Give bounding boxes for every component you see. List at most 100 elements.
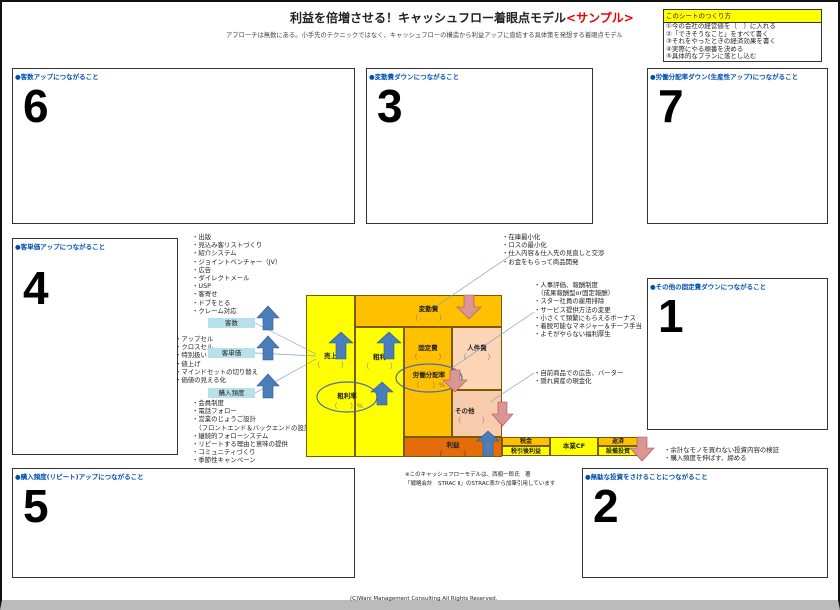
list-item: ロスの最小化 xyxy=(502,241,604,249)
list-item: 余計なモノを買わない投資内容の検証 xyxy=(664,446,779,454)
list-item: クレーム対応 xyxy=(192,307,281,315)
howto-step: ②「できそうなこと」をすべて書く xyxy=(666,29,769,38)
list-item: 継続的フォローシステム xyxy=(192,432,317,440)
cell-after-tax: 税引後利益 xyxy=(502,446,550,456)
box-label: ●客数アップにつながること xyxy=(15,73,99,81)
list-item: ダイレクトメール xyxy=(192,274,281,282)
connector-line xyxy=(434,255,511,308)
list-item: 特別扱い xyxy=(175,351,258,359)
list-item: 小さくて頻繁にもらえるボーナス xyxy=(534,314,642,322)
list-item: ジョイントベンチャー（JV） xyxy=(192,258,281,266)
box-number: 1 xyxy=(658,290,684,342)
box-label: ●購入頻度(リピート)アップにつながること xyxy=(15,473,144,481)
down-arrow-icon xyxy=(442,369,468,393)
list-item: 値上げ xyxy=(175,360,258,368)
sample-tag: <サンプル> xyxy=(566,11,634,25)
box-number: 5 xyxy=(23,480,49,532)
box-number: 2 xyxy=(593,480,619,532)
list-item: 電話フォロー xyxy=(192,407,317,415)
tag-frequency: 購入頻度 xyxy=(208,388,255,398)
howto-panel: このシートのつくり方 ①今の会社の経営値を（ ）に入れる ②「できそうなこと」を… xyxy=(663,9,822,62)
down-arrow-icon xyxy=(491,401,514,427)
list-item: よそがやらない福利厚生 xyxy=(534,330,642,338)
howto-step: ④実際にやる順番を決める xyxy=(666,44,744,53)
list-item: 紹介システム xyxy=(192,249,281,257)
list-item: リピートする理由と意味の提供 xyxy=(192,440,317,448)
down-arrow-icon xyxy=(629,436,655,462)
list-item: 仕入内容＆仕入先の見直しと交渉 xyxy=(502,249,604,257)
source-note: ※このキャッシュフローモデルは、西順一郎氏 著「戦略会計 STRAC Ⅱ」のST… xyxy=(405,472,556,487)
list-item: 購入頻度を伸ばす、締める xyxy=(664,454,779,462)
box-label: ●客単価アップにつながること xyxy=(15,243,106,251)
box-number: 4 xyxy=(23,262,49,314)
list-item: 見込み客リストづくり xyxy=(192,241,281,249)
connector-line xyxy=(451,311,535,369)
box-label: ●労働分配率ダウン(生産性アップ)につながること xyxy=(650,73,799,81)
list-item: （フロントエンド＆バックエンドの設計） xyxy=(198,423,317,432)
list-item: 隠れ資産の現金化 xyxy=(534,377,623,385)
subtitle: アプローチは無数にある。小手先のテクニックではなく、キャッシュフローの構造から利… xyxy=(226,32,623,39)
frequency-ideas-list: 会員制度電話フォロー営業のじょうご設計（フロントエンド＆バックエンドの設計）継続… xyxy=(192,399,317,465)
up-arrow-icon xyxy=(376,331,402,360)
list-item: お金をもらって商品開発 xyxy=(502,258,604,266)
cell-sales: 売上（ ） xyxy=(306,295,355,457)
cell-other: その他（ ） xyxy=(452,390,502,437)
page-title: 利益を倍増させる！キャッシュフロー着眼点モデル<サンプル> xyxy=(290,11,634,25)
list-item: 人事評価、報酬制度 xyxy=(534,281,642,289)
list-item: クロスセル xyxy=(175,343,258,351)
down-arrow-icon xyxy=(456,294,482,320)
list-item: 出版 xyxy=(192,233,281,241)
list-item: 客寄せ xyxy=(192,290,281,298)
list-item: 自前商品での広告、バーター xyxy=(534,369,623,377)
howto-step: ①今の会社の経営値を（ ）に入れる xyxy=(666,22,776,30)
list-item: 季節性キャンペーン xyxy=(192,456,317,464)
cell-labor-cost: 人件費（ ） xyxy=(452,327,502,390)
box-unit-price[interactable]: ●客単価アップにつながること 4 xyxy=(12,238,178,455)
labor-ideas-list: 人事評価、報酬制度（成果報酬型or固定報酬）スター社員の雇用排除サービス提供方法… xyxy=(534,281,642,338)
box-label: ●その他の固定費ダウンにつながること xyxy=(650,283,767,291)
cell-profit: 利益（ ） xyxy=(404,437,502,458)
cell-variable-cost: 変動費（ ） xyxy=(355,295,502,327)
labor-rate-label: 労働分配率（ ）% xyxy=(412,371,446,389)
howto-step: ③それをやったときの経済効果を書く xyxy=(666,37,776,46)
connector-line xyxy=(489,372,535,403)
up-arrow-icon xyxy=(256,305,280,331)
investment-ideas-list: 余計なモノを買わない投資内容の検証購入頻度を伸ばす、締める xyxy=(664,446,779,462)
other-fixed-ideas-list: 自前商品での広告、バーター隠れ資産の現金化 xyxy=(534,369,623,385)
up-arrow-icon xyxy=(476,430,500,457)
up-arrow-icon xyxy=(370,381,394,406)
list-item: サービス提供方法の変更 xyxy=(534,306,642,314)
list-item: 会員制度 xyxy=(192,399,317,407)
unit-price-ideas-list: アップセルクロスセル特別扱い値上げマインドセットの切り替え価値の見える化 xyxy=(175,335,258,384)
cell-operating-cf: 本業CF xyxy=(550,437,598,456)
up-arrow-icon xyxy=(256,373,280,399)
list-item: （成果報酬型or固定報酬） xyxy=(540,289,615,298)
labor-rate-ellipse xyxy=(395,363,463,393)
list-item: ドブをとる xyxy=(192,299,281,307)
tag-unit-price: 客単価 xyxy=(208,348,255,358)
cell-tax: 税金 xyxy=(502,437,550,446)
variable-cost-ideas-list: 在庫最小化ロスの最小化仕入内容＆仕入先の見直しと交渉お金をもらって商品開発 xyxy=(502,233,604,266)
list-item: スター社員の雇用排除 xyxy=(534,297,642,305)
list-item: アップセル xyxy=(175,335,258,343)
tag-customers: 客数 xyxy=(208,318,255,328)
howto-header: このシートのつくり方 xyxy=(664,10,821,23)
box-number: 6 xyxy=(23,80,49,132)
gross-rate-label: 粗利率（ ）% xyxy=(330,392,364,410)
copyright: (C)Wani Management Consulting All Rights… xyxy=(350,596,498,602)
howto-step: ⑤具体的なプランに落とし込む xyxy=(666,52,757,61)
box-label: ●無駄な投資をさけることにつながること xyxy=(585,473,708,481)
up-arrow-icon xyxy=(328,331,354,360)
list-item: 在庫最小化 xyxy=(502,233,604,241)
box-label: ●変動費ダウンにつながること xyxy=(369,73,460,81)
customers-ideas-list: 出版見込み客リストづくり紹介システムジョイントベンチャー（JV）広告ダイレクトメ… xyxy=(192,233,281,315)
list-item: コミュニティづくり xyxy=(192,448,317,456)
list-item: 着脱可能なマネジャー＆チーフ手当 xyxy=(534,322,642,330)
